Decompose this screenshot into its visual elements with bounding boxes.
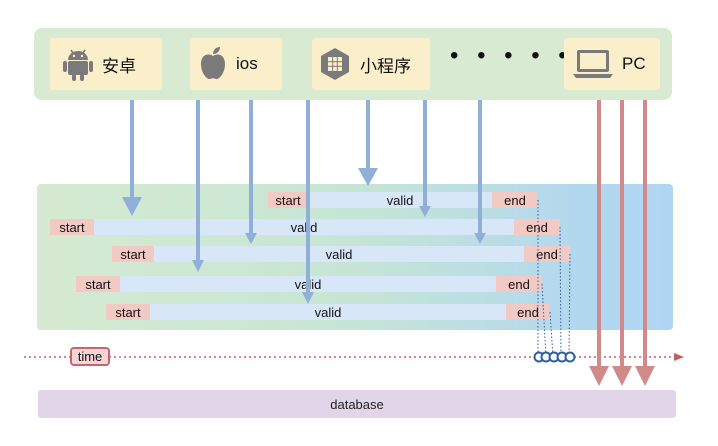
- apple-icon: [198, 46, 228, 82]
- blue-arrowhead-mini-3: [419, 206, 431, 217]
- client-label-android: 安卓: [102, 56, 136, 76]
- time-label: time: [77, 349, 103, 364]
- session-2-end: end: [514, 219, 560, 235]
- blue-arrowhead-mini-2: [358, 168, 378, 186]
- client-ios: ios: [190, 38, 282, 90]
- timeline: [24, 353, 684, 361]
- mini-program-icon: [318, 47, 352, 81]
- blue-arrowhead-ios-1: [192, 260, 204, 272]
- client-mini-program: 小程序: [312, 38, 430, 90]
- session-5-start: start: [106, 304, 150, 320]
- session-3-valid: valid: [152, 246, 526, 262]
- red-arrowhead-2: [612, 366, 632, 386]
- connector-session-4: [541, 283, 547, 358]
- session-end-connectors: [537, 200, 571, 358]
- session-5-end: end: [506, 304, 550, 320]
- database-box: database: [38, 390, 676, 418]
- client-label-pc: PC: [622, 54, 646, 73]
- blue-arrowhead-mini-1: [302, 292, 314, 304]
- client-android: 安卓: [50, 38, 162, 90]
- clients-panel: 安卓 ios 小程序 • • • • • •: [34, 28, 672, 100]
- session-1-valid: valid: [306, 192, 494, 208]
- timeline-arrowhead: [674, 353, 684, 361]
- client-request-arrows: [122, 100, 486, 304]
- session-1-start: start: [268, 192, 308, 208]
- database-label: database: [330, 396, 384, 412]
- session-end-markers: [533, 351, 576, 363]
- session-3-end: end: [524, 246, 570, 262]
- session-1-end: end: [492, 192, 538, 208]
- client-label-ios: ios: [236, 54, 258, 73]
- red-arrowhead-3: [635, 366, 655, 386]
- client-pc: PC: [564, 38, 660, 90]
- blue-arrowhead-mini-4: [474, 233, 486, 244]
- session-5-valid: valid: [148, 304, 508, 320]
- client-label-mini-program: 小程序: [360, 56, 411, 76]
- session-3-start: start: [112, 246, 154, 262]
- session-2-start: start: [50, 219, 94, 235]
- session-4-start: start: [76, 276, 120, 292]
- session-4-end: end: [496, 276, 542, 292]
- blue-arrowhead-ios-2: [245, 233, 257, 244]
- laptop-icon: [572, 48, 614, 80]
- connector-session-2: [559, 226, 562, 358]
- connector-session-5: [549, 311, 554, 358]
- android-icon: [62, 46, 94, 82]
- blue-arrowhead-android: [122, 197, 142, 216]
- end-marker-5: [564, 351, 576, 363]
- red-arrowhead-1: [589, 366, 609, 386]
- pc-database-arrows: [589, 100, 655, 386]
- connector-session-3: [568, 253, 571, 358]
- time-label-box: time: [70, 347, 110, 366]
